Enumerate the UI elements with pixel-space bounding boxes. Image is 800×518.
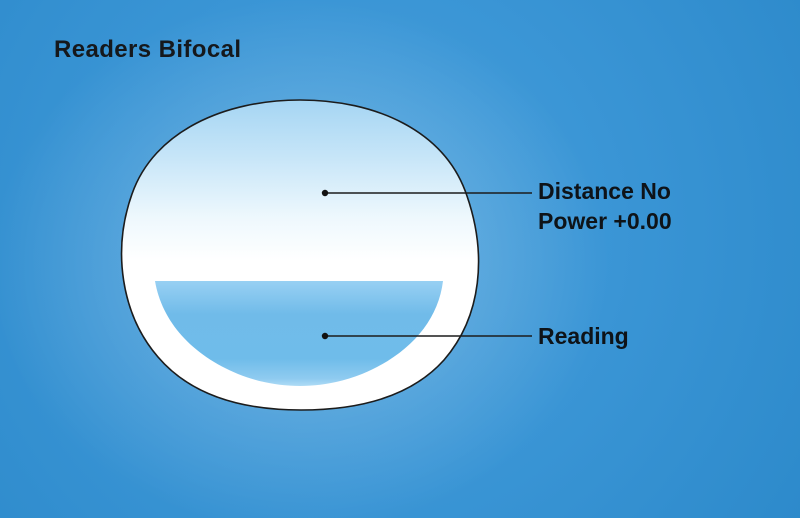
callout-dot-distance <box>321 189 329 197</box>
reading-segment <box>155 281 443 386</box>
label-distance-line1: Distance No <box>538 178 671 204</box>
label-reading: Reading <box>538 323 629 349</box>
diagram-title: Readers Bifocal <box>54 36 242 63</box>
callout-dot-reading <box>321 332 329 340</box>
label-distance-line2: Power +0.00 <box>538 208 672 234</box>
label-distance: Distance No Power +0.00 <box>538 176 672 236</box>
